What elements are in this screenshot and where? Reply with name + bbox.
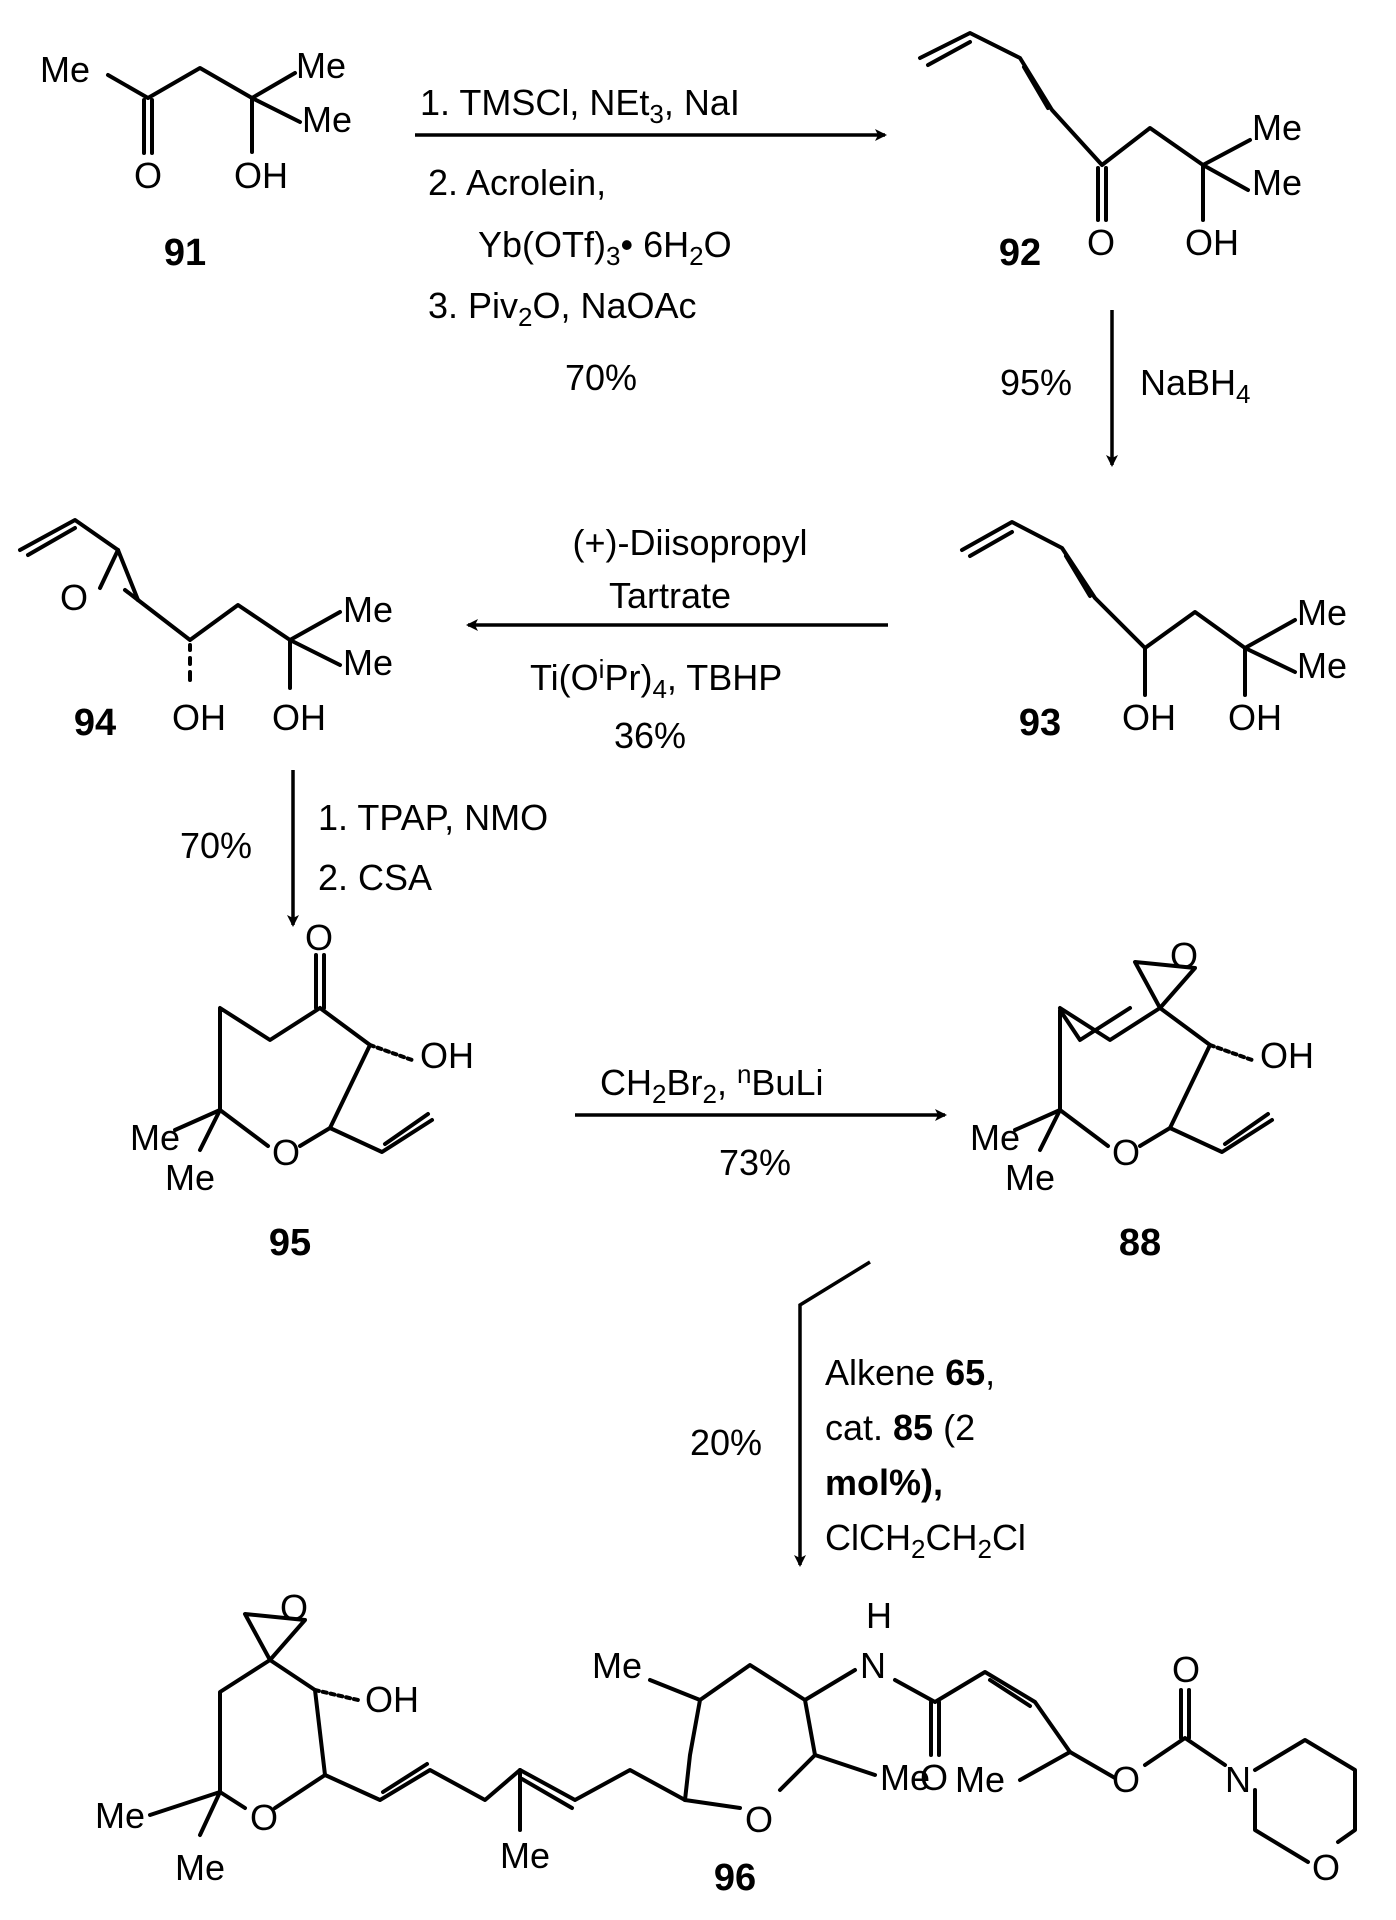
reagent-line: 1. TMSCl, NEt3, NaI — [420, 82, 740, 129]
atom-me: Me — [1297, 592, 1347, 633]
reagent-line: CH2Br2, nBuLi — [600, 1059, 823, 1109]
atom-o: O — [280, 1587, 308, 1628]
atom-o: O — [250, 1797, 278, 1838]
reagent-line: (+)-Diisopropyl — [572, 522, 807, 563]
atom-o: O — [1087, 222, 1115, 263]
atom-me: Me — [175, 1847, 225, 1888]
compound-label-95: 95 — [269, 1222, 311, 1264]
atom-me: Me — [1252, 162, 1302, 203]
reagent-line: Yb(OTf)3• 6H2O — [478, 224, 732, 271]
atom-oh: OH — [420, 1035, 474, 1076]
compound-label-92: 92 — [999, 232, 1041, 274]
atom-me: Me — [1252, 107, 1302, 148]
atom-oh: OH — [1122, 697, 1176, 738]
reagent-line: mol%), — [825, 1462, 943, 1503]
compound-label-94: 94 — [74, 702, 116, 744]
reagent-line: Ti(OiPr)4, TBHP — [530, 654, 782, 704]
yield-label: 20% — [690, 1422, 762, 1463]
atom-o: O — [1172, 1649, 1200, 1690]
reaction-step-1: 1. TMSCl, NEt3, NaI 2. Acrolein, Yb(OTf)… — [415, 82, 887, 398]
atom-me: Me — [1005, 1157, 1055, 1198]
atom-oh: OH — [234, 155, 288, 196]
atom-oh: OH — [1260, 1035, 1314, 1076]
atom-h: H — [866, 1595, 892, 1636]
reagent-line: Alkene 65, — [825, 1352, 995, 1393]
atom-oh: OH — [172, 697, 226, 738]
compound-88: O OH O Me Me 88 — [970, 935, 1314, 1264]
atom-oh: OH — [272, 697, 326, 738]
atom-o: O — [1112, 1759, 1140, 1800]
yield-label: 95% — [1000, 362, 1072, 403]
yield-label: 70% — [180, 825, 252, 866]
atom-o: O — [1312, 1847, 1340, 1888]
atom-o: O — [745, 1799, 773, 1840]
yield-label: 73% — [719, 1142, 791, 1183]
atom-me: Me — [343, 642, 393, 683]
compound-93: Me Me OH OH 93 — [960, 520, 1347, 744]
atom-me: Me — [165, 1157, 215, 1198]
atom-me: Me — [970, 1117, 1020, 1158]
atom-me: Me — [880, 1757, 930, 1798]
atom-me: Me — [302, 99, 352, 140]
reagent-line: NaBH4 — [1140, 362, 1251, 409]
atom-me: Me — [130, 1117, 180, 1158]
compound-92: Me Me O OH 92 — [918, 31, 1302, 274]
atom-me: Me — [95, 1795, 145, 1836]
compound-label-96: 96 — [714, 1857, 756, 1899]
reagent-line: cat. 85 (2 — [825, 1407, 975, 1448]
atom-o: O — [920, 1757, 948, 1798]
compound-label-88: 88 — [1119, 1222, 1161, 1264]
reaction-step-2: NaBH4 95% — [1000, 310, 1251, 467]
reagent-line: Tartrate — [609, 575, 731, 616]
atom-me: Me — [40, 49, 90, 90]
reagent-line: 1. TPAP, NMO — [318, 797, 548, 838]
reagent-line: 2. Acrolein, — [428, 162, 606, 203]
reagent-line: ClCH2CH2Cl — [825, 1517, 1026, 1564]
atom-o: O — [134, 155, 162, 196]
atom-n: N — [860, 1645, 886, 1686]
atom-n: N — [1225, 1759, 1251, 1800]
atom-oh: OH — [1185, 222, 1239, 263]
atom-o: O — [1112, 1132, 1140, 1173]
reagent-line: 2. CSA — [318, 857, 432, 898]
atom-o: O — [305, 917, 333, 958]
reaction-step-5: CH2Br2, nBuLi 73% — [575, 1059, 947, 1183]
atom-oh: OH — [1228, 697, 1282, 738]
atom-o: O — [1170, 935, 1198, 976]
atom-me: Me — [500, 1835, 550, 1876]
atom-me: Me — [1297, 645, 1347, 686]
atom-oh: OH — [365, 1679, 419, 1720]
atom-me: Me — [955, 1759, 1005, 1800]
atom-o: O — [272, 1132, 300, 1173]
atom-me: Me — [592, 1645, 642, 1686]
reaction-step-3: (+)-Diisopropyl Tartrate Ti(OiPr)4, TBHP… — [466, 522, 888, 756]
compound-label-93: 93 — [1019, 702, 1061, 744]
compound-94: O Me Me OH OH 94 — [18, 518, 393, 744]
atom-me: Me — [343, 589, 393, 630]
atom-me: Me — [296, 45, 346, 86]
reaction-step-6: Alkene 65, cat. 85 (2 mol%), ClCH2CH2Cl … — [690, 1260, 1026, 1567]
yield-label: 70% — [565, 357, 637, 398]
reaction-arrow — [794, 1260, 871, 1567]
compound-96: O OH O Me Me Me Me O Me N H O Me O O N — [95, 1587, 1357, 1899]
reagent-line: 3. Piv2O, NaOAc — [428, 285, 697, 332]
compound-95: O OH O Me Me 95 — [130, 917, 474, 1264]
reaction-step-4: 1. TPAP, NMO 2. CSA 70% — [180, 770, 548, 927]
compound-91: Me Me Me O OH 91 — [40, 45, 352, 274]
atom-o: O — [60, 577, 88, 618]
compound-label-91: 91 — [164, 232, 206, 274]
yield-label: 36% — [614, 715, 686, 756]
